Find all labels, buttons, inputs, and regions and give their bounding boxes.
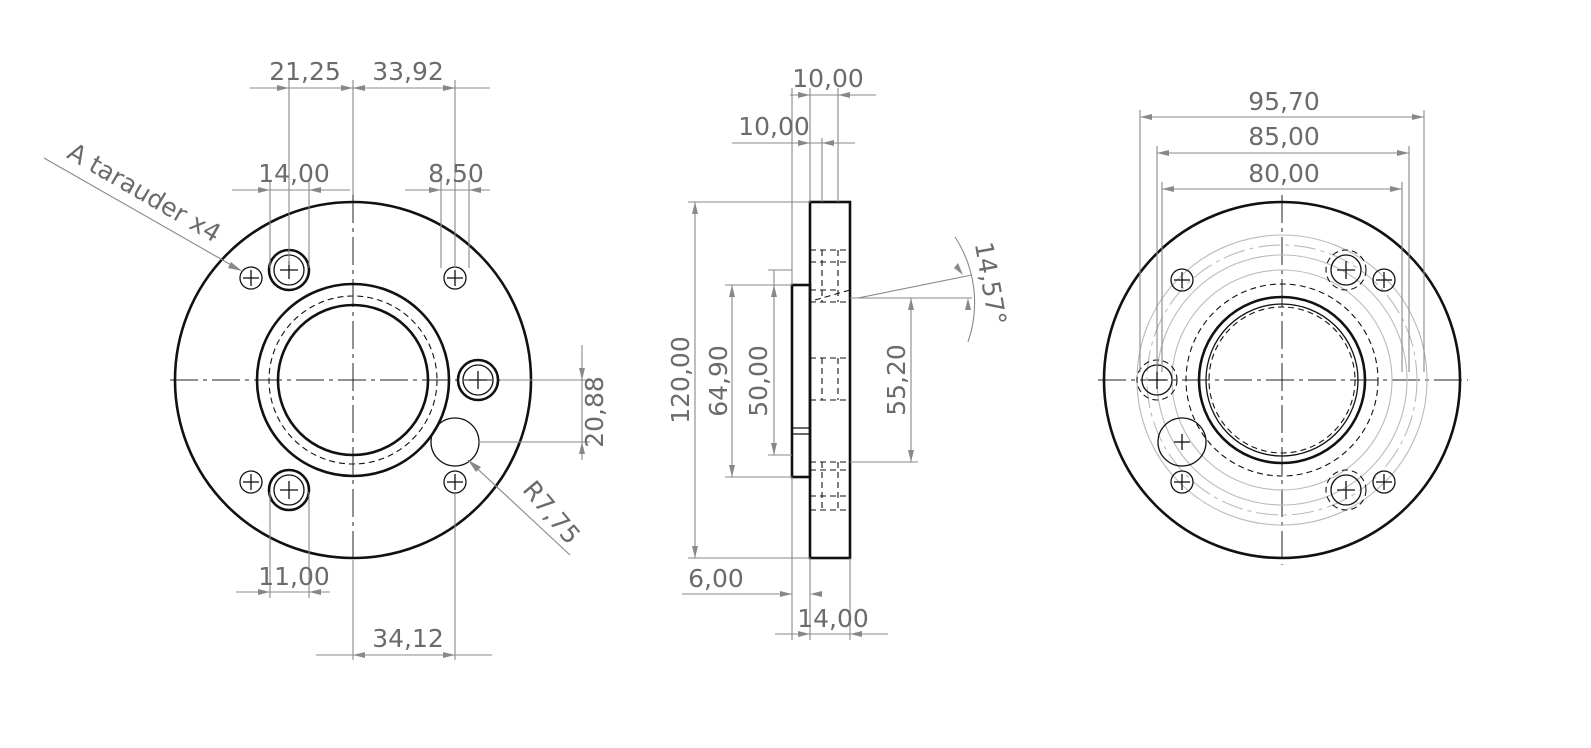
dim-95-70: 95,70 bbox=[1248, 87, 1320, 116]
front-small-hole-br bbox=[443, 470, 467, 494]
dim-33-92: 33,92 bbox=[372, 57, 444, 86]
side-flange bbox=[808, 200, 852, 560]
front-small-hole-tl bbox=[239, 266, 263, 290]
dim-64-90: 64,90 bbox=[704, 345, 733, 417]
label-tap-holes: A tarauder x4 bbox=[63, 137, 226, 248]
dim-14-00-side: 14,00 bbox=[797, 604, 869, 633]
side-view: 10,00 10,00 120,00 64,90 50,00 55,20 6,0… bbox=[666, 64, 1012, 640]
rear-cbore-hole-tr bbox=[1325, 249, 1367, 291]
dim-11-00: 11,00 bbox=[258, 562, 330, 591]
dim-21-25: 21,25 bbox=[269, 57, 341, 86]
dim-6-00: 6,00 bbox=[688, 564, 744, 593]
rear-small-hole-tl bbox=[1170, 268, 1194, 292]
dim-55-20: 55,20 bbox=[882, 344, 911, 416]
front-cbore-hole-bl bbox=[267, 468, 311, 512]
rear-large-hole bbox=[1157, 417, 1207, 467]
dim-120-00: 120,00 bbox=[666, 336, 695, 423]
side-boss bbox=[790, 283, 812, 479]
front-bore-circle bbox=[276, 303, 430, 457]
dim-85-00: 85,00 bbox=[1248, 122, 1320, 151]
dim-8-50: 8,50 bbox=[428, 159, 484, 188]
front-small-hole-bl bbox=[239, 470, 263, 494]
front-cbore-hole-right bbox=[456, 358, 500, 402]
front-view: 21,25 33,92 14,00 8,50 20,88 11,00 34,12… bbox=[43, 57, 609, 660]
front-large-hole bbox=[430, 417, 480, 467]
dim-10-00-second: 10,00 bbox=[738, 112, 810, 141]
front-boss-circle bbox=[255, 282, 451, 478]
dim-80-00: 80,00 bbox=[1248, 159, 1320, 188]
rear-small-hole-tr bbox=[1372, 268, 1396, 292]
rear-small-hole-bl bbox=[1170, 470, 1194, 494]
rear-boss-circle bbox=[1197, 295, 1367, 465]
dim-34-12: 34,12 bbox=[372, 624, 444, 653]
dim-20-88: 20,88 bbox=[580, 376, 609, 448]
rear-view: 95,70 85,00 80,00 bbox=[1098, 87, 1468, 565]
front-small-hole-tr bbox=[443, 266, 467, 290]
dim-50-00: 50,00 bbox=[744, 345, 773, 417]
dim-14-57-deg: 14,57° bbox=[969, 240, 1012, 328]
rear-cbore-hole-br bbox=[1325, 469, 1367, 511]
dim-10-00-top: 10,00 bbox=[792, 64, 864, 93]
rear-outer-circle bbox=[1102, 200, 1462, 560]
rear-small-hole-br bbox=[1372, 470, 1396, 494]
dim-14-00-front: 14,00 bbox=[258, 159, 330, 188]
dim-r7-75: R7,75 bbox=[517, 475, 586, 550]
